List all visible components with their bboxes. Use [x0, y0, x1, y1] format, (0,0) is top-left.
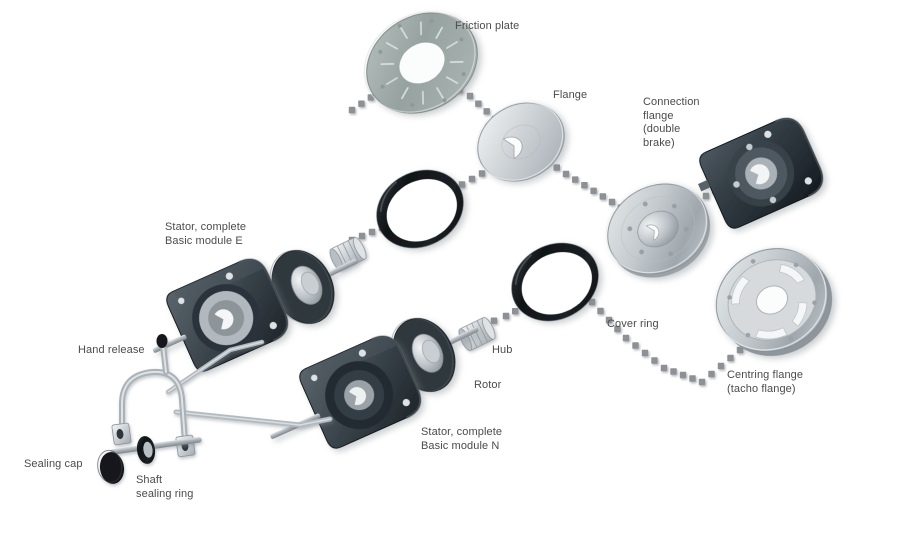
component-cover-ring-lower — [511, 242, 599, 322]
component-seal-assembly — [97, 436, 202, 484]
component-sealing-cap — [97, 449, 125, 484]
component-friction-plate — [363, 11, 478, 114]
component-hub-lower — [458, 316, 496, 352]
label-sealing-cap: Sealing cap — [24, 458, 83, 470]
label-stator-module-e: Stator, complete Basic module E — [165, 221, 247, 247]
component-flange — [475, 101, 565, 182]
label-flange: Flange — [553, 89, 588, 101]
component-cover-ring-upper — [376, 169, 464, 249]
label-hub: Hub — [492, 344, 513, 356]
component-stator-module-e — [152, 258, 289, 372]
component-rotor-upper — [269, 250, 358, 324]
component-connection-flange — [605, 182, 711, 278]
label-connection-flange: Connection flange (double brake) — [643, 96, 700, 149]
label-rotor: Rotor — [474, 379, 502, 391]
component-shaft-sealing-ring — [136, 436, 156, 464]
label-friction-plate: Friction plate — [455, 20, 520, 32]
component-centring-flange — [713, 246, 833, 356]
label-shaft-sealing-ring: Shaft sealing ring — [136, 474, 194, 500]
label-stator-module-n: Stator, complete Basic module N — [421, 426, 503, 452]
component-stator-double-brake — [698, 117, 824, 229]
label-centring-flange: Centring flange (tacho flange) — [727, 369, 804, 395]
label-hand-release: Hand release — [78, 344, 145, 356]
component-stator-module-n — [270, 335, 422, 449]
label-cover-ring: Cover ring — [607, 318, 659, 330]
